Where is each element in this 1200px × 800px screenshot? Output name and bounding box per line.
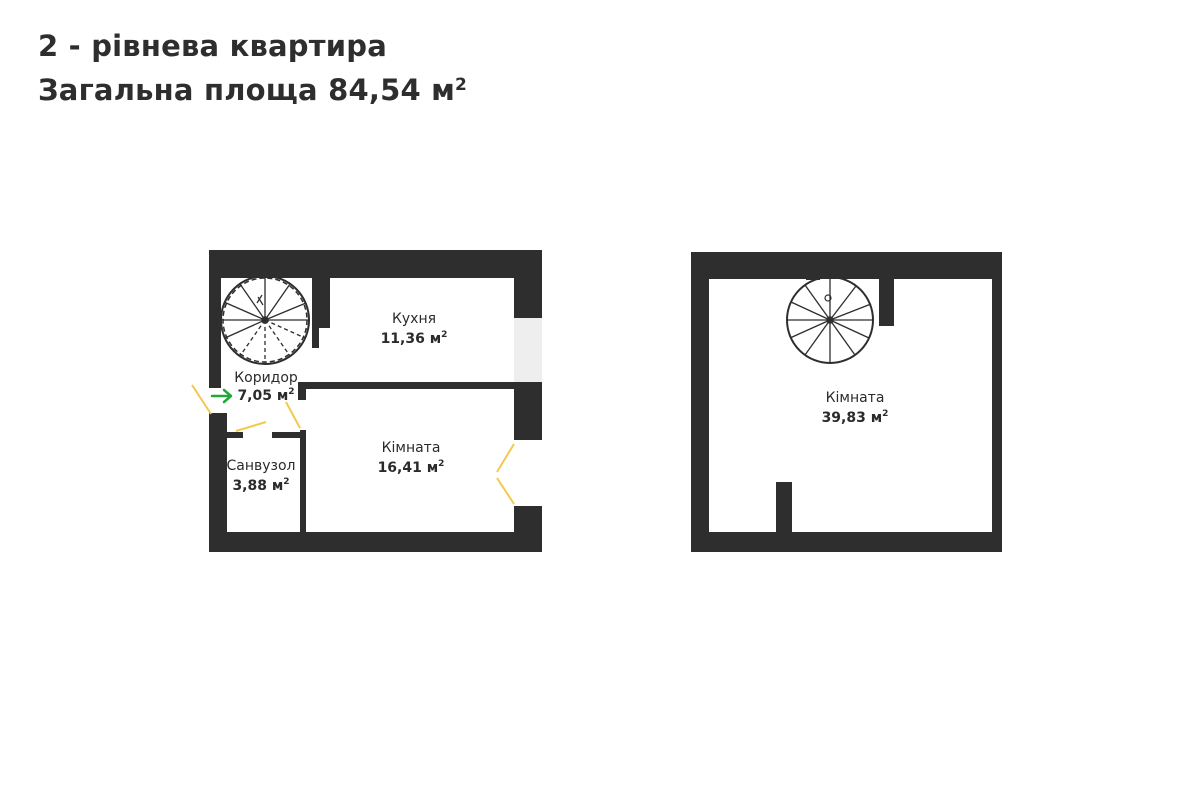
l1-room-door: [285, 401, 301, 429]
l1-kitchen-window: [514, 318, 542, 382]
room-area-corridor: 7,05 м2: [237, 387, 294, 404]
l1-right-wall-top: [514, 250, 542, 318]
l2-left-wall: [691, 252, 709, 552]
room-label-room-l1: Кімната: [382, 440, 441, 456]
room-area-room-l2: 39,83 м2: [822, 409, 889, 426]
l2-stair-wall: [879, 268, 894, 326]
l1-bathroom-door-left: [235, 421, 267, 432]
l1-room-left-wall: [300, 430, 306, 534]
total-area-line: Загальна площа 84,54 м2: [38, 68, 467, 112]
l1-balcony-door-upper: [496, 443, 515, 473]
room-label-room-l2: Кімната: [826, 390, 885, 406]
apartment-type-title: 2 - рівнева квартира: [38, 29, 387, 63]
room-label-bathroom: Санвузол: [226, 458, 295, 474]
l1-bath-top-right: [272, 432, 306, 438]
level-2-walls: [691, 252, 1002, 552]
room-area-kitchen: 11,36 м2: [381, 330, 448, 347]
l2-spiral-staircase: [786, 276, 874, 364]
l1-kitchen-stub: [312, 278, 319, 348]
room-label-corridor: Коридор: [234, 370, 298, 386]
level-1-plan: Кухня 11,36 м2 Коридор 7,05 м2 Кімната 1…: [191, 250, 542, 552]
room-area-bathroom: 3,88 м2: [232, 477, 289, 494]
l2-right-wall: [992, 252, 1002, 552]
l1-entrance-door: [191, 384, 212, 415]
l1-entrance-arrow: [210, 388, 233, 404]
l1-doors: [191, 384, 515, 505]
l2-top-wall: [691, 252, 1002, 279]
level-1-walls: [209, 250, 542, 552]
l1-right-wall-mid: [514, 382, 542, 440]
l1-right-wall-bottom: [514, 506, 542, 552]
page-heading: 2 - рівнева квартира Загальна площа 84,5…: [38, 24, 467, 112]
l1-spiral-staircase: [220, 275, 310, 365]
l1-kitchen-divider: [300, 382, 516, 389]
l1-balcony-door-lower: [496, 477, 515, 505]
l1-bath-top-left: [221, 432, 243, 438]
l1-top-wall: [209, 250, 542, 278]
l2-bottom-wall: [691, 532, 1002, 552]
total-area-unit-sup: 2: [455, 75, 468, 95]
l1-left-wall-lower: [209, 413, 227, 552]
total-area-text: Загальна площа 84,54 м: [38, 73, 456, 107]
room-area-room-l1: 16,41 м2: [378, 459, 445, 476]
l1-bottom-wall: [209, 532, 542, 552]
l1-room-labels: Кухня 11,36 м2 Коридор 7,05 м2 Кімната 1…: [226, 311, 447, 494]
l1-stair-wall: [316, 270, 330, 328]
l2-partition-stub: [776, 482, 792, 534]
l1-left-wall-upper: [209, 250, 221, 388]
l2-room-labels: Кімната 39,83 м2: [822, 390, 889, 426]
l2-stair-stub: [806, 268, 820, 280]
level-2-plan: Кімната 39,83 м2: [691, 252, 1002, 552]
room-label-kitchen: Кухня: [392, 311, 436, 327]
l1-corridor-stub: [298, 382, 306, 400]
